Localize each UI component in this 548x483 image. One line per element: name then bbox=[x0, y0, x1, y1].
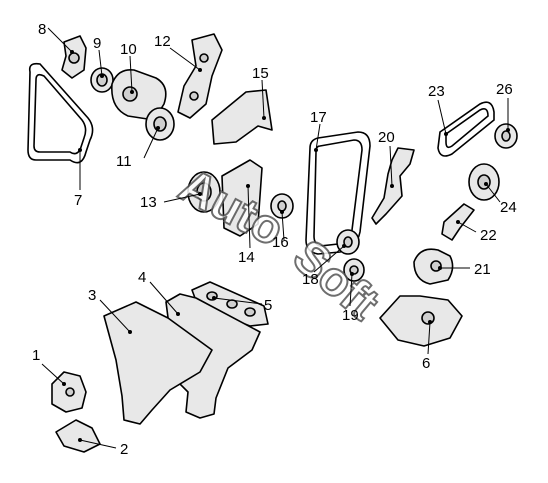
part-7-accessory-belt bbox=[27, 62, 94, 164]
callout-4: 4 bbox=[138, 269, 146, 286]
callout-23: 23 bbox=[428, 83, 445, 100]
part-13-crankshaft-pulley bbox=[187, 171, 221, 213]
part-15-timing-cover-upper bbox=[211, 89, 273, 145]
part-21-water-pump bbox=[413, 248, 454, 285]
callout-18: 18 bbox=[302, 271, 319, 288]
callout-3: 3 bbox=[88, 287, 96, 304]
callout-16: 16 bbox=[272, 234, 289, 251]
callout-10: 10 bbox=[120, 41, 137, 58]
callout-26: 26 bbox=[496, 81, 513, 98]
callout-22: 22 bbox=[480, 227, 497, 244]
callout-7: 7 bbox=[74, 192, 82, 209]
part-8-bracket bbox=[61, 35, 87, 79]
part-18-idler-roller bbox=[336, 229, 360, 255]
part-14-timing-cover-lower bbox=[221, 159, 263, 237]
leader-lines bbox=[41, 27, 509, 449]
watermark-text-2: Soft bbox=[283, 230, 389, 331]
callout-17: 17 bbox=[310, 109, 327, 126]
part-23-belt bbox=[437, 101, 495, 157]
callout-6: 6 bbox=[422, 355, 430, 372]
callout-12: 12 bbox=[154, 33, 171, 50]
callout-labels: 8 9 10 12 15 11 7 13 14 16 17 18 19 20 2… bbox=[32, 21, 517, 458]
part-9-idler-pulley bbox=[90, 67, 114, 93]
callout-15: 15 bbox=[252, 65, 269, 82]
part-11-pump-pulley bbox=[145, 107, 175, 141]
part-4-exhaust-manifold bbox=[165, 293, 261, 419]
callout-9: 9 bbox=[93, 35, 101, 52]
callout-14: 14 bbox=[238, 249, 255, 266]
part-2-small-bracket bbox=[55, 419, 101, 453]
part-26-small-pulley bbox=[494, 123, 518, 149]
part-10-pump bbox=[111, 68, 167, 121]
part-1-engine-mount bbox=[51, 371, 87, 413]
leader-dots bbox=[62, 50, 510, 442]
callout-21: 21 bbox=[474, 261, 491, 278]
callout-11: 11 bbox=[116, 153, 132, 170]
callout-1: 1 bbox=[32, 347, 40, 364]
callout-24: 24 bbox=[500, 199, 517, 216]
callout-19: 19 bbox=[342, 307, 359, 324]
part-16-tensioner bbox=[270, 193, 294, 219]
callout-13: 13 bbox=[140, 194, 157, 211]
callout-2: 2 bbox=[120, 441, 128, 458]
callout-5: 5 bbox=[264, 297, 272, 314]
callout-8: 8 bbox=[38, 21, 46, 38]
callout-20: 20 bbox=[378, 129, 395, 146]
part-6-pump-housing bbox=[379, 295, 463, 347]
part-12-mounting-bracket bbox=[177, 33, 223, 119]
